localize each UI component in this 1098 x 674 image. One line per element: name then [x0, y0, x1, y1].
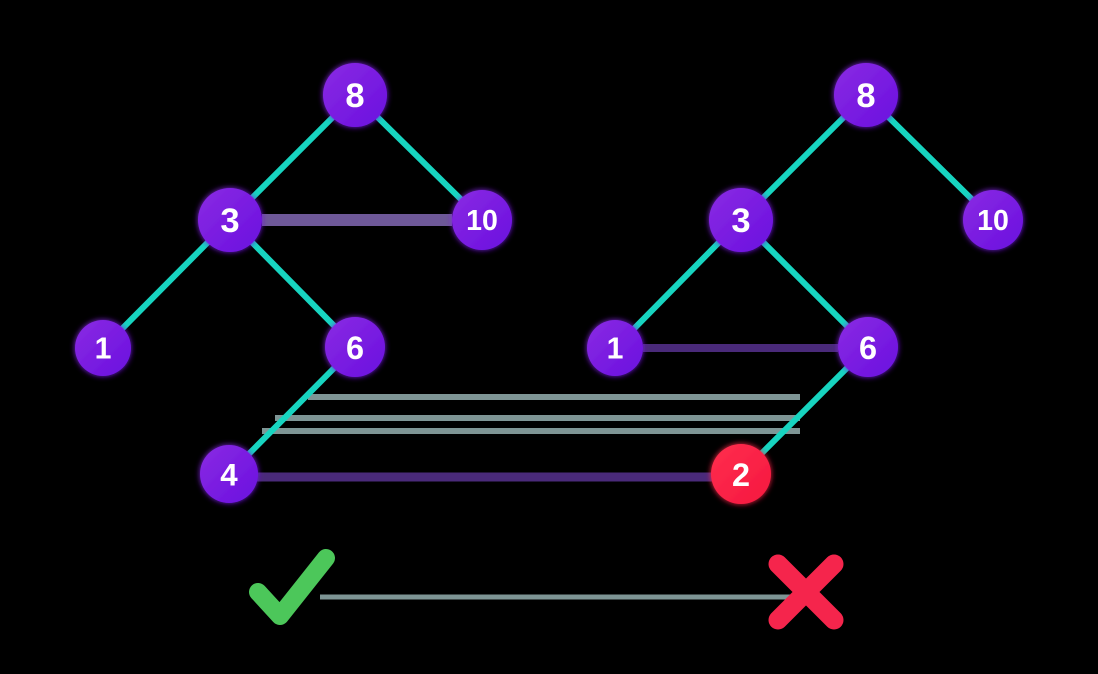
node-circle — [711, 444, 771, 504]
node-label: 8 — [856, 77, 875, 115]
node-label: 3 — [731, 202, 750, 240]
node-label: 2 — [732, 457, 750, 493]
node-circle — [323, 63, 387, 127]
node-label: 10 — [977, 205, 1009, 237]
node-circle — [200, 445, 258, 503]
cross-link-layer — [252, 214, 838, 600]
node-label: 6 — [346, 330, 364, 366]
tree-node-3[interactable]: 3 — [198, 188, 262, 252]
node-label: 1 — [607, 333, 624, 366]
tree-node-4[interactable]: 4 — [200, 445, 258, 503]
node-circle — [838, 317, 898, 377]
tree-node-1[interactable]: 1 — [587, 320, 643, 376]
node-circle — [834, 63, 898, 127]
node-circle — [963, 190, 1023, 250]
tree-node-6[interactable]: 6 — [325, 317, 385, 377]
cross-icon — [768, 554, 844, 630]
tree-node-3[interactable]: 3 — [709, 188, 773, 252]
node-label: 4 — [220, 458, 238, 493]
node-circle — [75, 320, 131, 376]
node-label: 6 — [859, 330, 877, 366]
node-label: 8 — [345, 77, 364, 115]
cross-stroke-b — [768, 554, 844, 630]
tree-node-1[interactable]: 1 — [75, 320, 131, 376]
node-label: 3 — [220, 202, 239, 240]
tree-node-8[interactable]: 8 — [834, 63, 898, 127]
tree-node-10[interactable]: 10 — [963, 190, 1023, 250]
verdict-layer — [249, 549, 844, 630]
tree-node-6[interactable]: 6 — [838, 317, 898, 377]
check-stroke — [249, 549, 335, 625]
node-circle — [709, 188, 773, 252]
tree-node-10[interactable]: 10 — [452, 190, 512, 250]
node-circle — [587, 320, 643, 376]
node-circle — [452, 190, 512, 250]
node-circle — [325, 317, 385, 377]
tree-node-8[interactable]: 8 — [323, 63, 387, 127]
check-icon — [249, 549, 335, 625]
tree-node-2-invalid[interactable]: 2 — [711, 444, 771, 504]
node-circle — [198, 188, 262, 252]
node-label: 10 — [466, 205, 498, 237]
node-label: 1 — [95, 333, 112, 366]
tree-node-layer: 8 3 10 1 6 4 8 3 10 1 6 2 — [75, 63, 1023, 504]
